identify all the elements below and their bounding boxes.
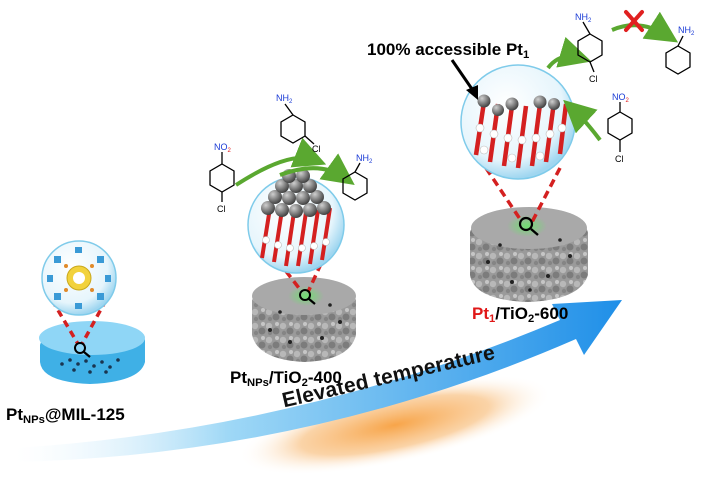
nitro-molecule-left: [209, 152, 235, 202]
nitro-molecule-right: [607, 102, 633, 152]
accessible-pointer-arrow: [450, 59, 476, 93]
label-pt1-tio2-600: Pt1/TiO2-600: [472, 304, 569, 325]
tio2-600-stage: [450, 10, 679, 302]
chloro-label-mid: Cl: [312, 144, 321, 154]
aniline-molecule-right: [665, 35, 691, 75]
aniline-molecule-mid: [342, 162, 368, 201]
amine-label-right: NH2: [575, 12, 592, 24]
amine-label-aniline-right: NH2: [678, 25, 695, 37]
chloro-label-right: Cl: [589, 74, 598, 84]
amine-label-mid: NH2: [276, 93, 293, 105]
amine-label-aniline-mid: NH2: [356, 153, 373, 165]
blocked-reaction-cross-icon: [624, 10, 644, 32]
chloro-label-left: Cl: [217, 204, 226, 214]
chloroaniline-molecule-right: [577, 21, 603, 73]
nitro-label-left: NO2: [214, 142, 232, 154]
chloroaniline-molecule-mid: [280, 103, 315, 145]
mil125-stage: [39, 240, 145, 384]
elevated-temperature-arrow: [15, 300, 622, 462]
chloro-label-right-bottom: Cl: [615, 154, 624, 164]
label-accessible-pt1: 100% accessible Pt1: [367, 40, 530, 61]
tio2-400-stage: [234, 137, 356, 362]
nitro-label-right: NO2: [612, 92, 630, 104]
label-pt-nps-mil125: PtNPs@MIL-125: [6, 405, 125, 426]
temperature-glow: [238, 375, 552, 475]
label-pt-nps-tio2-400: PtNPs/TiO2-400: [230, 368, 342, 389]
